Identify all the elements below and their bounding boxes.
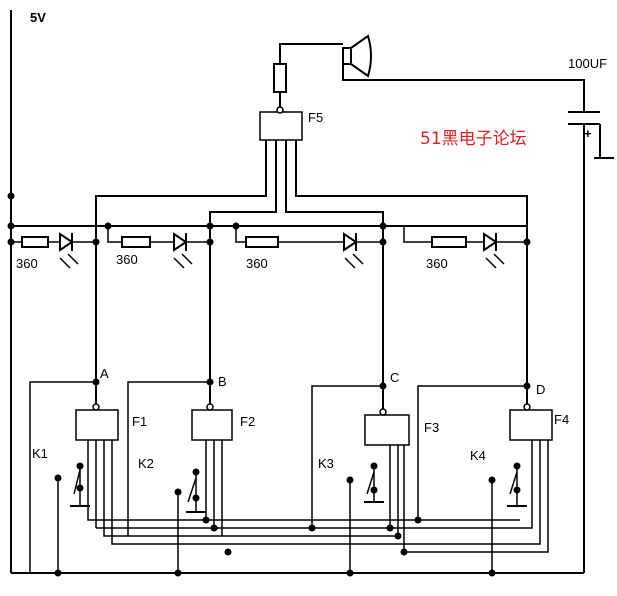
key-k1-label: K1 bbox=[32, 446, 48, 461]
key-k3-label: K3 bbox=[318, 456, 334, 471]
node-a-label: A bbox=[100, 366, 109, 381]
capacitor-polarity: + bbox=[584, 126, 592, 141]
speaker-circuit bbox=[273, 34, 614, 159]
key-k4-label: K4 bbox=[470, 448, 486, 463]
chip-f5 bbox=[259, 111, 303, 141]
capacitor-symbol bbox=[568, 92, 614, 159]
watermark-text: 51黑电子论坛 bbox=[420, 129, 527, 149]
chip-f5-label: F5 bbox=[308, 110, 323, 125]
junction-dots bbox=[7, 192, 531, 577]
f5-input-bus bbox=[95, 140, 528, 380]
chip-f2 bbox=[191, 409, 233, 441]
node-d-label: D bbox=[536, 382, 545, 397]
speaker-resistor bbox=[273, 63, 287, 93]
chip-f2-label: F2 bbox=[240, 414, 255, 429]
chip-row bbox=[75, 374, 553, 446]
resistor-r1-label: 360 bbox=[16, 256, 38, 271]
chip-pin-wiring bbox=[87, 440, 549, 553]
chip-f4 bbox=[509, 409, 553, 441]
node-c-label: C bbox=[390, 370, 399, 385]
key-loops bbox=[29, 381, 527, 573]
switches bbox=[57, 466, 527, 573]
chip-f1-label: F1 bbox=[132, 414, 147, 429]
chip-f3-label: F3 bbox=[424, 420, 439, 435]
key-k2-label: K2 bbox=[138, 456, 154, 471]
speaker-icon bbox=[342, 34, 372, 78]
resistor-r3-label: 360 bbox=[246, 256, 268, 271]
supply-label: 5V bbox=[30, 10, 46, 25]
capacitor-label: 100UF bbox=[568, 56, 607, 71]
node-b-label: B bbox=[218, 374, 227, 389]
chip-f5-notch bbox=[276, 106, 284, 114]
resistor-r4-label: 360 bbox=[426, 256, 448, 271]
led-branches bbox=[11, 226, 527, 269]
resistor-r2-label: 360 bbox=[116, 252, 138, 267]
chip-f3 bbox=[364, 414, 410, 446]
chip-f1 bbox=[75, 409, 119, 441]
chip-f4-label: F4 bbox=[554, 412, 569, 427]
